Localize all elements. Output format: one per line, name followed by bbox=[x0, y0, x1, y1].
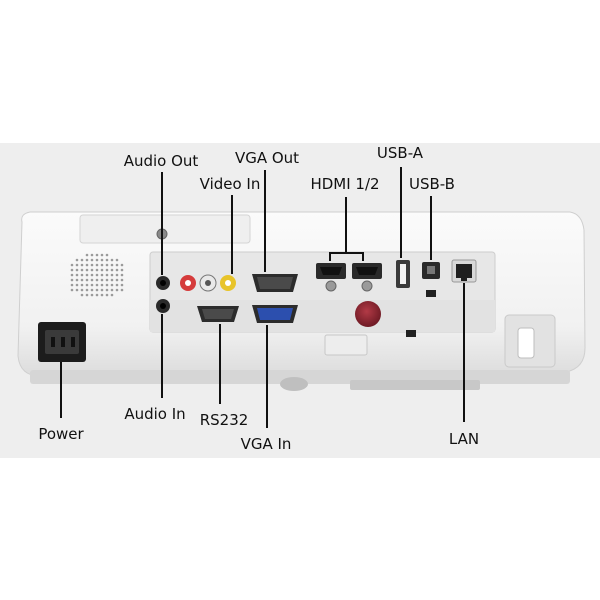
label-video-in: Video In bbox=[199, 175, 261, 193]
speaker-grille bbox=[70, 253, 124, 297]
audio-out-jack[interactable] bbox=[156, 276, 170, 290]
label-vga-out: VGA Out bbox=[234, 149, 300, 167]
video-in-jack[interactable] bbox=[220, 275, 236, 291]
security-slot bbox=[406, 330, 416, 337]
vga-out-port[interactable] bbox=[252, 274, 298, 292]
panel-latch bbox=[324, 334, 368, 356]
label-usb-a: USB-A bbox=[376, 144, 424, 162]
label-audio-out: Audio Out bbox=[123, 152, 199, 170]
audio-in-jack[interactable] bbox=[156, 299, 170, 313]
rs232-port[interactable] bbox=[197, 306, 239, 322]
label-usb-b: USB-B bbox=[409, 175, 455, 193]
hdmi-port-2[interactable] bbox=[352, 263, 382, 292]
label-audio-in: Audio In bbox=[124, 405, 186, 423]
rca-red-jack[interactable] bbox=[180, 275, 196, 291]
leader-hdmi-bracket bbox=[329, 252, 364, 261]
hdmi-port-1[interactable] bbox=[316, 263, 346, 292]
lan-port[interactable] bbox=[451, 259, 477, 283]
label-lan: LAN bbox=[448, 430, 480, 448]
vga-in-port[interactable] bbox=[252, 305, 298, 323]
power-inlet[interactable] bbox=[38, 322, 86, 362]
usb-a-port[interactable] bbox=[396, 260, 410, 288]
label-power: Power bbox=[38, 425, 84, 443]
label-hdmi: HDMI 1/2 bbox=[310, 175, 380, 193]
label-vga-in: VGA In bbox=[240, 435, 292, 453]
rca-white-jack[interactable] bbox=[199, 274, 217, 292]
leader-lines bbox=[60, 167, 465, 428]
usb-b-port[interactable] bbox=[422, 262, 440, 297]
label-rs232: RS232 bbox=[199, 411, 249, 429]
ir-sensor bbox=[355, 301, 381, 327]
